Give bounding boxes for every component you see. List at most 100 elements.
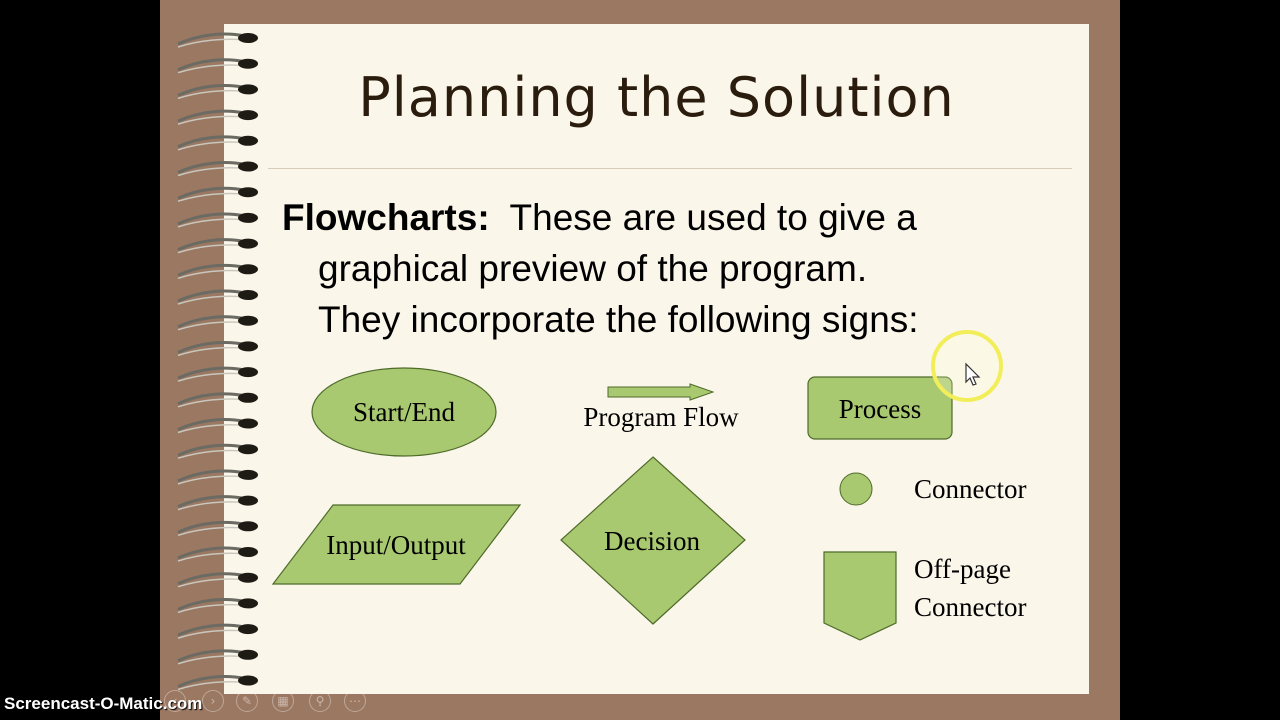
binding-hole: [238, 187, 258, 198]
coil-wire: [177, 340, 246, 354]
input-output-symbol: Input/Output: [271, 504, 522, 585]
binding-hole: [238, 58, 258, 69]
coil-wire: [177, 135, 246, 149]
spiral-coil: [177, 340, 258, 357]
coil-wire: [177, 418, 246, 431]
binding-hole: [238, 161, 258, 172]
bullet-term: Flowcharts:: [282, 197, 490, 238]
parallelogram-shape: [271, 504, 522, 585]
spiral-coil: [177, 289, 258, 305]
binding-hole: [238, 315, 258, 326]
binding-hole: [238, 264, 258, 275]
title-divider: [268, 168, 1072, 169]
coil-wire: [177, 597, 246, 611]
start-end-symbol: Start/End: [311, 367, 497, 457]
coil-wire: [177, 109, 246, 123]
spiral-coil: [177, 238, 258, 254]
spiral-coil: [177, 58, 258, 74]
spiral-coil: [177, 109, 258, 125]
more-options-icon[interactable]: ⋯: [344, 690, 366, 712]
spiral-coil: [177, 212, 258, 228]
decision-symbol: Decision: [560, 456, 746, 625]
mouse-pointer-icon: [965, 362, 981, 386]
binding-hole: [238, 649, 258, 660]
coil-wire: [177, 315, 246, 329]
coil-wire: [177, 546, 246, 560]
spiral-coil: [177, 520, 258, 537]
binding-hole: [238, 624, 258, 635]
spiral-coil: [177, 32, 258, 48]
spiral-coil: [177, 597, 258, 614]
binding-hole: [238, 547, 258, 557]
spiral-coil: [177, 572, 258, 588]
binding-hole: [238, 367, 258, 378]
connector-symbol: Connector: [839, 472, 1026, 506]
cursor-highlight: [931, 330, 1003, 402]
coil-wire: [177, 675, 246, 688]
coil-wire: [177, 289, 246, 303]
binding-hole: [238, 392, 258, 403]
spiral-coil: [177, 495, 258, 511]
program-flow-symbol: Program Flow: [583, 383, 739, 432]
spiral-coil: [177, 315, 258, 331]
coil-wire: [177, 623, 246, 637]
spiral-coil: [177, 263, 258, 280]
binding-hole: [238, 598, 258, 609]
coil-wire: [177, 58, 246, 72]
coil-wire: [177, 520, 246, 534]
spiral-coil: [177, 623, 258, 639]
binding-hole: [238, 290, 258, 300]
binding-hole: [238, 212, 258, 223]
coil-wire: [177, 212, 246, 226]
process-symbol: Process: [807, 376, 953, 440]
coil-wire: [177, 238, 246, 251]
binding-hole: [238, 418, 258, 429]
binding-hole: [238, 521, 258, 532]
spiral-coil: [177, 366, 258, 382]
slides-icon[interactable]: ▦: [272, 690, 294, 712]
connector-label: Connector: [914, 474, 1026, 504]
binding-hole: [238, 110, 258, 121]
spiral-binding: [177, 32, 258, 691]
coil-wire: [177, 443, 246, 457]
binding-hole: [238, 135, 258, 146]
coil-wire: [177, 186, 246, 200]
spiral-coil: [177, 186, 258, 202]
coil-wire: [177, 649, 246, 663]
coil-wire: [177, 469, 246, 483]
input-output-label: Input/Output: [326, 530, 466, 560]
back-button[interactable]: ‹: [164, 690, 186, 712]
off-page-shape: [823, 551, 897, 641]
spiral-coil: [177, 392, 258, 408]
bullet-text: Flowcharts: These are used to give a gra…: [282, 192, 1062, 345]
bullet-line-3: They incorporate the following signs:: [318, 299, 919, 340]
decision-label: Decision: [604, 526, 700, 556]
spiral-coil: [177, 418, 258, 434]
binding-hole: [238, 495, 258, 506]
diamond-shape: [560, 456, 746, 625]
spiral-coil: [177, 546, 258, 562]
spiral-coil: [177, 675, 258, 691]
coil-wire: [177, 392, 246, 406]
off-page-label-line-1: Off-page: [914, 554, 1011, 584]
flow-arrow-shape: [607, 383, 715, 401]
spiral-coil: [177, 135, 258, 151]
binding-hole: [238, 469, 258, 480]
off-page-connector-symbol: Off-page Connector: [823, 551, 1026, 641]
binding-hole: [238, 33, 258, 43]
coil-wire: [177, 161, 246, 174]
connector-circle-shape: [839, 472, 873, 506]
spiral-coil: [177, 83, 258, 100]
pen-icon[interactable]: ✎: [236, 690, 258, 712]
binding-hole: [238, 444, 258, 455]
process-label: Process: [839, 394, 922, 424]
forward-button[interactable]: ›: [202, 690, 224, 712]
binding-hole: [238, 341, 258, 352]
zoom-icon[interactable]: ⚲: [309, 690, 331, 712]
spiral-coil: [177, 469, 258, 485]
coil-wire: [177, 83, 246, 97]
bullet-line-1: These are used to give a: [509, 197, 917, 238]
spiral-coil: [177, 649, 258, 665]
spiral-coil: [177, 443, 258, 459]
